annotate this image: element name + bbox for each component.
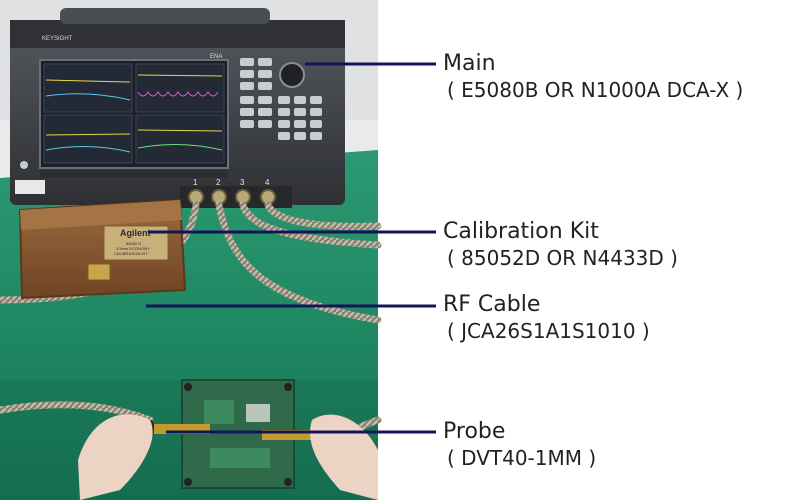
port-label-1: 1 [193, 178, 198, 187]
cal-kit-line1: 85052 D [126, 241, 141, 246]
callout-calibration-kit-model: ( 85052D OR N4433D ) [447, 246, 678, 270]
cal-kit-brand: Agilent [120, 228, 151, 238]
network-analyzer: KEYSIGHT ENA 1 2 3 4 [10, 8, 345, 208]
callout-main: Main ( E5080B OR N1000A DCA-X ) [443, 51, 743, 103]
calibration-kit-box [18, 198, 187, 300]
callout-probe-model: ( DVT40-1MM ) [447, 446, 597, 470]
callout-rf-cable-model: ( JCA26S1A1S1010 ) [447, 319, 650, 343]
power-button [20, 161, 28, 169]
port-label-4: 4 [265, 178, 270, 187]
cal-kit-line3: CALIBRATION KIT [114, 251, 148, 256]
rotary-knob [279, 62, 305, 88]
analyzer-brand: KEYSIGHT [42, 36, 73, 42]
callout-rf-cable-name: RF Cable [443, 292, 541, 317]
cal-kit-line2: 3.5mm ECONOMY [116, 246, 150, 251]
hands [78, 414, 378, 500]
callout-probe-name: Probe [443, 419, 506, 444]
callout-main-name: Main [443, 51, 496, 76]
callout-calibration-kit: Calibration Kit ( 85052D OR N4433D ) [443, 219, 678, 271]
screen-traces [43, 63, 225, 164]
callout-main-model: ( E5080B OR N1000A DCA-X ) [447, 78, 744, 102]
callout-calibration-kit-name: Calibration Kit [443, 219, 599, 244]
callout-rf-cable: RF Cable ( JCA26S1A1S1010 ) [443, 292, 650, 344]
callout-probe: Probe ( DVT40-1MM ) [443, 419, 596, 471]
analyzer-model: ENA [210, 54, 222, 60]
port-label-2: 2 [216, 178, 221, 187]
front-panel-keys [240, 58, 322, 140]
port-label-3: 3 [240, 178, 245, 187]
